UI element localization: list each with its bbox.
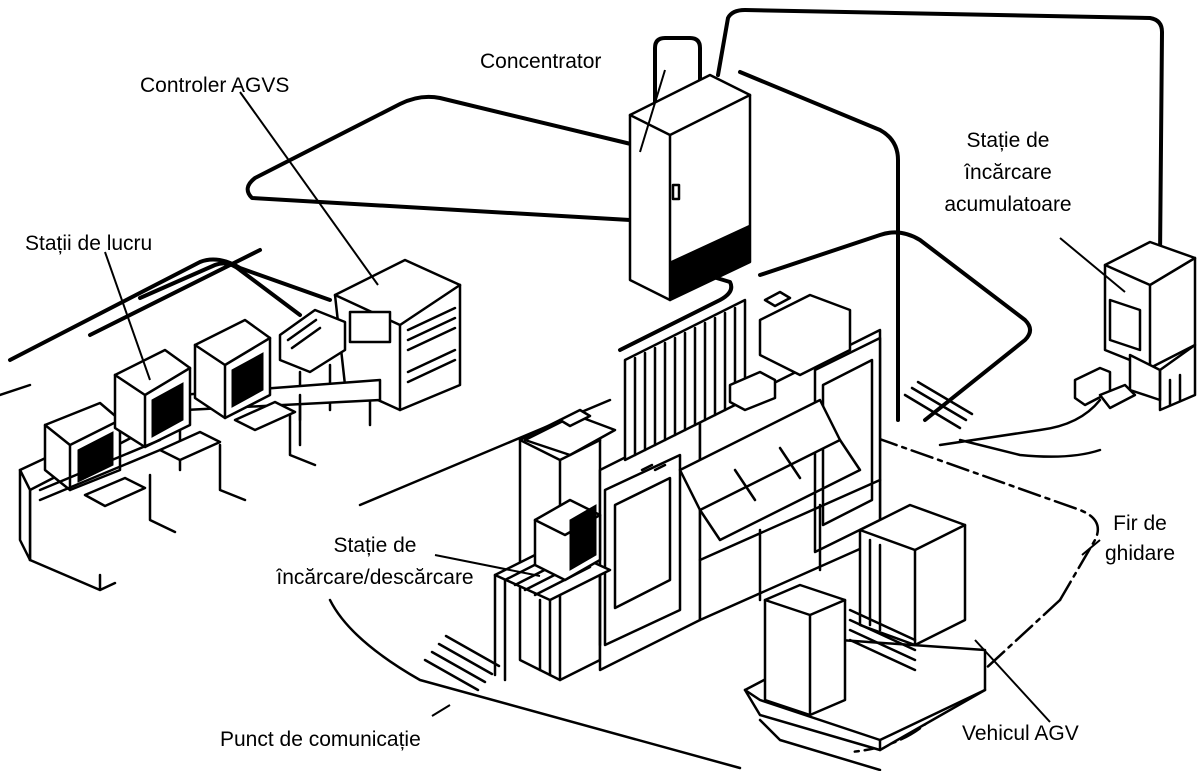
label-charging-3: acumulatoare [944, 193, 1071, 216]
label-concentrator: Concentrator [480, 50, 601, 73]
label-workstations: Stații de lucru [25, 232, 152, 255]
label-guide-2: ghidare [1105, 542, 1175, 565]
label-comm-point: Punct de comunicație [220, 728, 421, 751]
label-charging-2: încărcare [963, 161, 1052, 184]
label-load-1: Stație de [334, 534, 417, 557]
label-charging-1: Stație de [967, 129, 1050, 152]
label-controller: Controler AGVS [140, 74, 289, 97]
label-vehicle: Vehicul AGV [962, 722, 1079, 745]
label-guide-1: Fir de [1113, 512, 1167, 535]
battery-charging-station [1075, 242, 1195, 410]
label-load-2: încărcare/descărcare [275, 566, 473, 589]
concentrator-cabinet [630, 75, 750, 300]
